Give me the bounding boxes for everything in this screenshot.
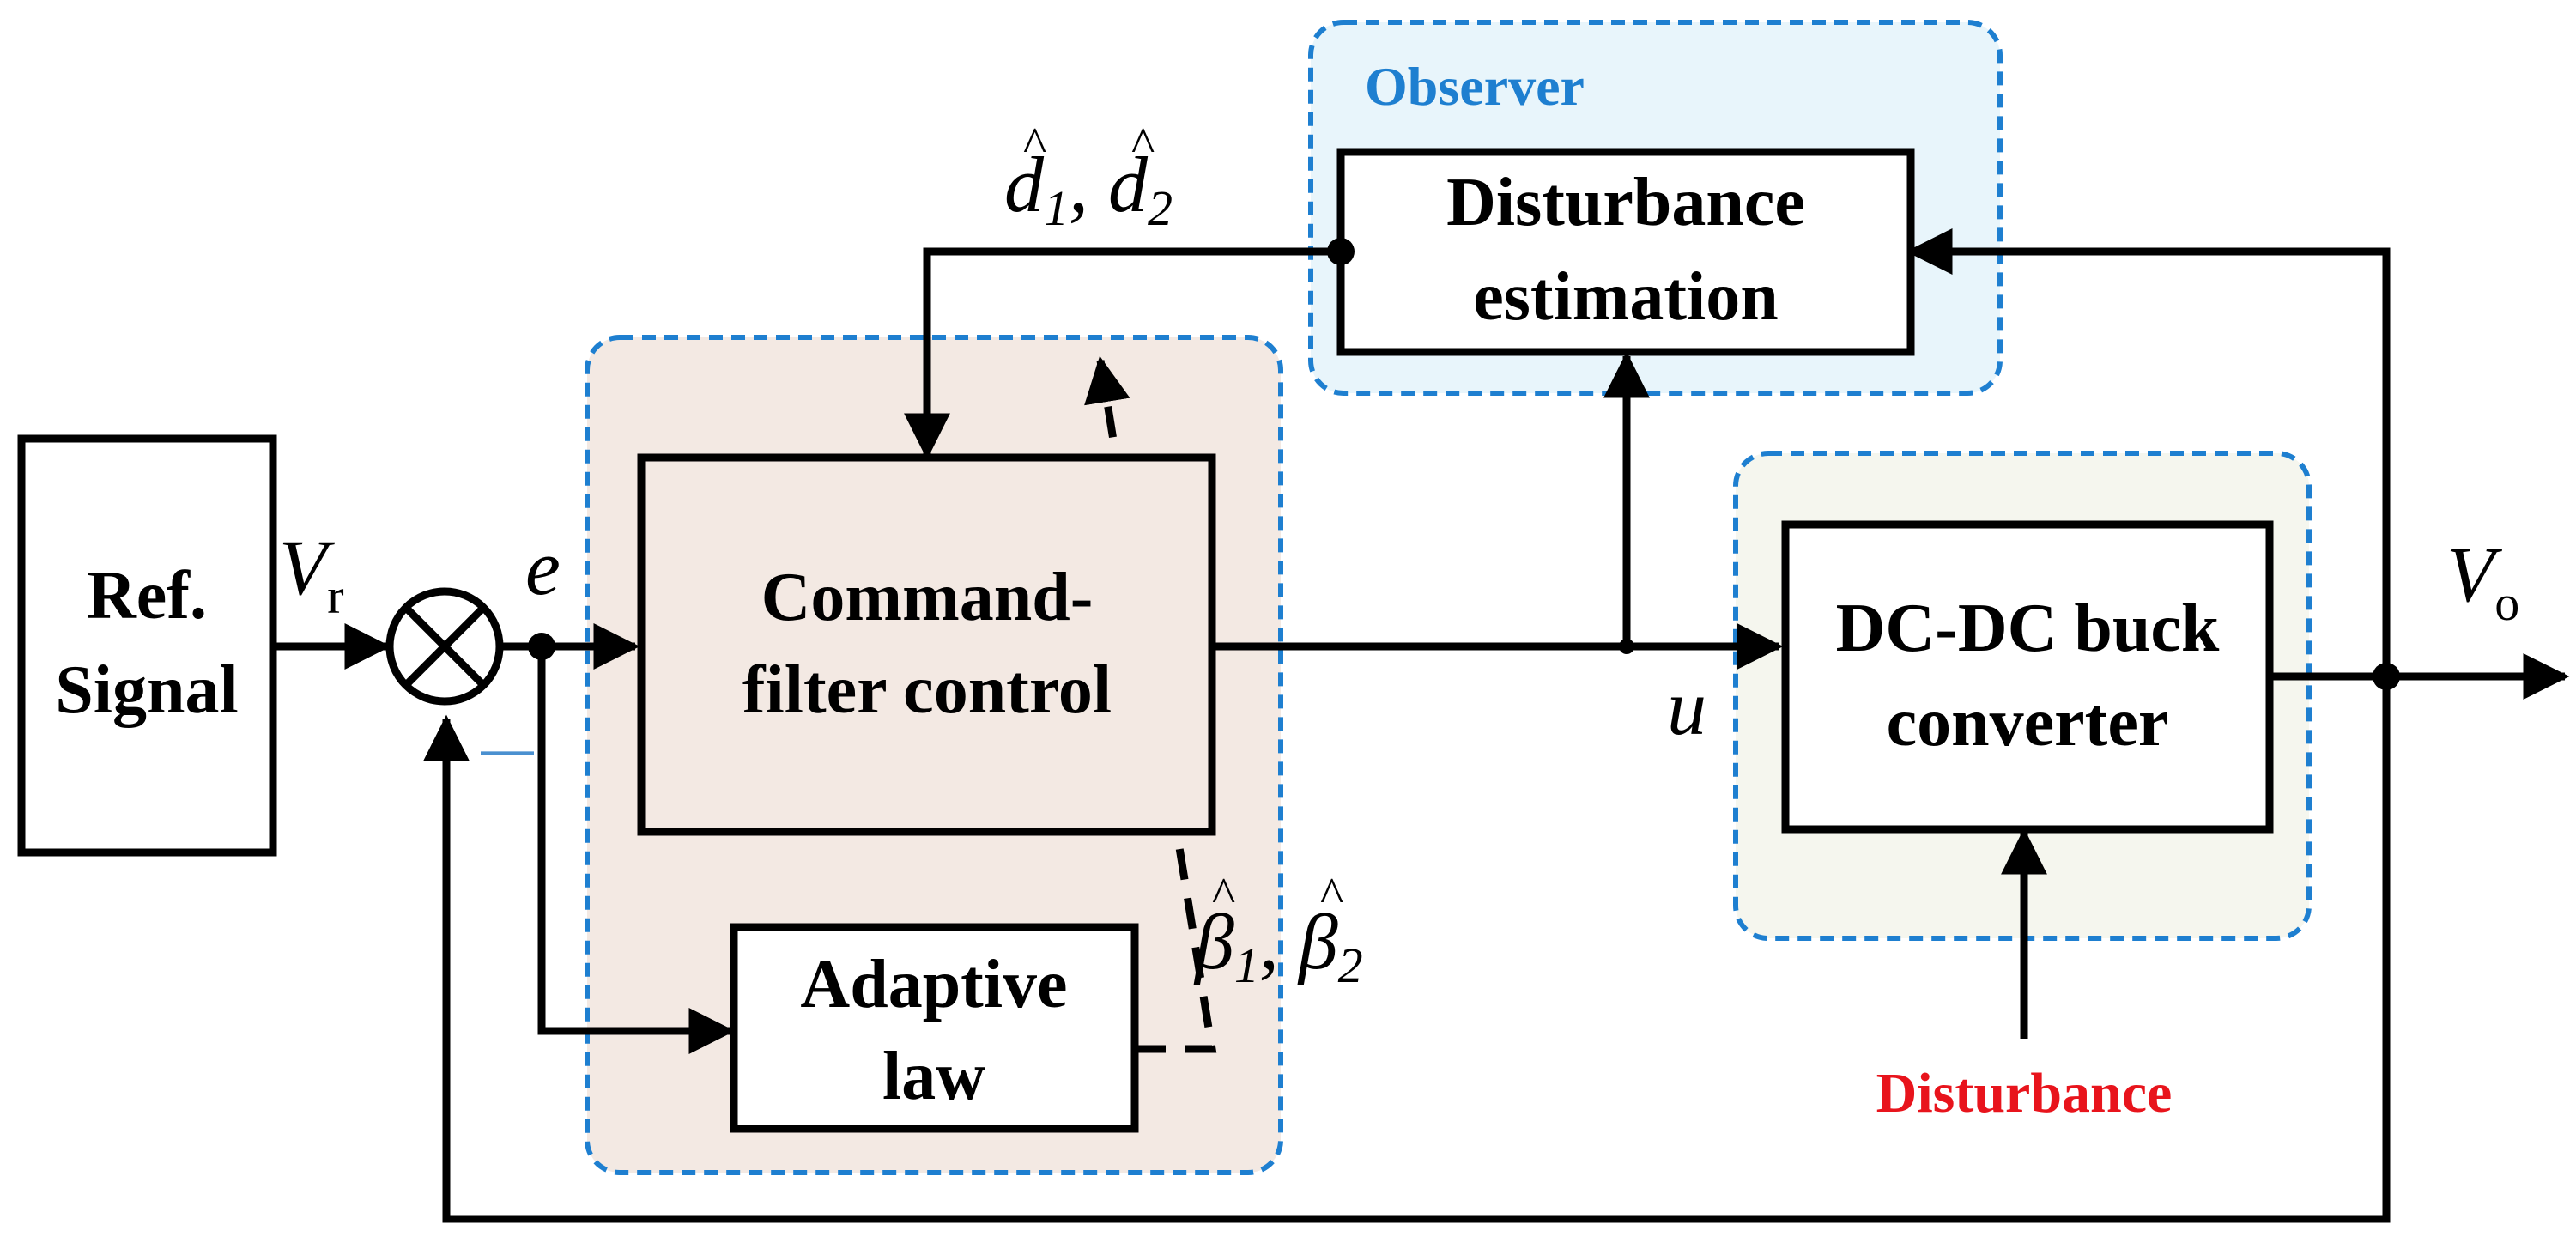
error-signal-label: e [525,524,561,611]
wire-adaptive-estimates [1084,355,1217,1053]
disturbance-estimation-block [1336,148,1915,356]
buck-converter-label-2: converter [1887,685,2169,761]
adaptive-law-label: Adaptive [800,947,1067,1022]
wire-feedback [423,676,2391,1223]
disturbance-estimation-label-2: estimation [1473,259,1779,335]
wire-output-to-estimator [1906,228,2391,676]
wire-estimate-to-controller [904,247,1341,460]
observer-region-title: Observer [1365,56,1585,117]
command-filter-block [637,453,1216,836]
ref-signal-label: Ref. [87,558,207,634]
adaptive-law-label-2: law [882,1039,985,1114]
svg-text:d1, d2: d1, d2 [1004,141,1173,236]
command-filter-label-2: filter control [742,652,1112,728]
control-signal-label: u [1667,664,1706,751]
command-filter-label: Command- [761,560,1094,635]
output-signal-label: Vo [2446,531,2519,631]
svg-text:^: ^ [1023,117,1046,173]
disturbance-estimation-label: Disturbance [1446,165,1805,240]
junction-dot-error [528,633,555,660]
svg-text:^: ^ [1320,867,1343,923]
adaptive-estimates-label: β1, β2 ^ ^ [1193,867,1363,993]
buck-converter-label: DC-DC buck [1836,591,2220,666]
external-disturbance-label: Disturbance [1876,1062,2173,1125]
junction-dot-output [2373,663,2400,690]
minus-sign: — [481,719,534,779]
junction-dot-u [1619,639,1634,654]
disturbance-estimates-label: d1, d2 ^ ^ [1004,117,1173,236]
ref-signal-block [17,434,277,857]
summing-junction [385,587,504,706]
svg-text:β1, β2: β1, β2 [1193,898,1363,993]
wire-error-to-adaptive [537,646,736,1054]
ref-signal-label-2: Signal [55,652,238,728]
svg-text:^: ^ [1131,117,1155,173]
buck-converter-block [1781,520,2274,834]
adaptive-law-block [730,923,1139,1133]
junction-dot-estimate [1327,238,1355,265]
svg-text:^: ^ [1212,867,1235,923]
reference-signal-label: Vr [279,524,344,624]
